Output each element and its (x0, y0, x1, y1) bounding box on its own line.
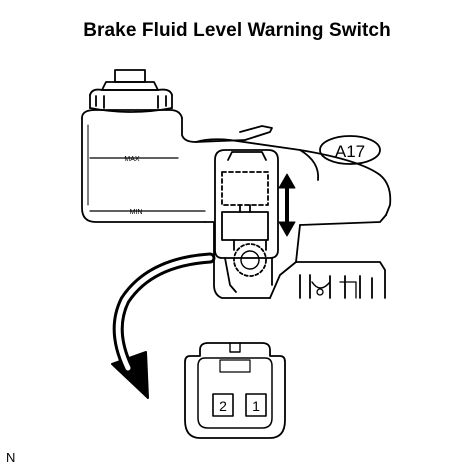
min-mark-label: MIN (130, 209, 143, 216)
switch-connector (184, 342, 286, 439)
diagram-title: Brake Fluid Level Warning Switch (83, 20, 391, 41)
pin-2-cell (212, 393, 234, 417)
callout-arrow (111, 252, 216, 399)
float-travel-arrow (278, 173, 296, 237)
pin-1-label: 1 (252, 398, 260, 414)
reservoir-cap (89, 69, 173, 113)
pin-2-label: 2 (219, 398, 227, 414)
connector-ref-bubble (319, 135, 381, 165)
connector-ref-label: A17 (335, 142, 365, 161)
pin-1-cell (245, 393, 267, 417)
figure-code: N (6, 450, 16, 465)
fluid-reservoir (81, 109, 273, 223)
master-cylinder-body (195, 138, 392, 299)
level-warning-switch (214, 149, 279, 293)
max-mark-label: MAX (124, 156, 140, 163)
